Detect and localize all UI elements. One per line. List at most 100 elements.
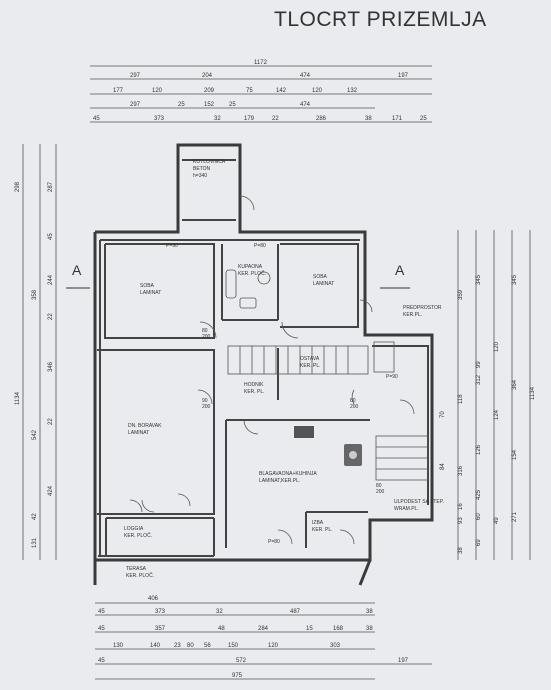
dimension-label: 45 (98, 609, 105, 615)
dimension-label: 542 (32, 429, 38, 440)
dimension-label: 487 (290, 609, 301, 615)
room-name: KOTLOVNICA (193, 159, 226, 165)
dimension-labels-top: 1172 297 204 474 197 177 120 209 75 142 … (93, 60, 427, 122)
interior-walls (97, 159, 429, 557)
room-name: SOBA (313, 274, 328, 280)
dimension-label: 25 (229, 102, 236, 108)
dimension-labels-bottom: 406 45 373 32 487 38 45 357 48 284 15 16… (98, 596, 409, 679)
dimension-label: 298 (15, 181, 21, 192)
door-swings (129, 195, 415, 545)
dimension-label: 142 (276, 88, 287, 94)
room-name: SOBA (140, 283, 155, 289)
door-label: P=90 (166, 243, 178, 249)
room-name: PREDPROSTOR (403, 305, 442, 311)
dimension-label: 179 (244, 116, 255, 122)
dimension-label: 345 (512, 274, 518, 285)
dimension-label: 244 (48, 274, 54, 285)
room-name: IZBA (312, 520, 324, 526)
room-floor: LAMINAT (313, 281, 334, 287)
kitchen-fixtures (294, 426, 362, 466)
dimension-label: 60 (476, 513, 482, 520)
dimension-label: 80 (187, 643, 194, 649)
dimension-label: 154 (512, 449, 518, 460)
dimension-label: 197 (398, 658, 409, 664)
room-name: TERASA (126, 566, 147, 572)
dimension-label: 126 (476, 444, 482, 455)
dimension-label: 120 (152, 88, 163, 94)
dimension-label: 45 (93, 116, 100, 122)
section-marker-right: A (395, 262, 405, 278)
door-label: 90 (202, 398, 208, 404)
dimension-label: 130 (113, 643, 124, 649)
dimension-label: 25 (178, 102, 185, 108)
dimension-label: 209 (204, 88, 215, 94)
dimension-label: 120 (268, 643, 279, 649)
dimension-label: 359 (458, 289, 464, 300)
room-name: BLAGAVAONA+KUHINJA (259, 471, 317, 477)
dimension-label: 93 (458, 517, 464, 524)
room-floor: KER. PL. (312, 527, 333, 533)
dimension-label: 15 (306, 626, 313, 632)
room-floor: KER. PLOČ. (126, 572, 154, 579)
door-label: 200 (202, 334, 211, 340)
door-label: 200 (202, 404, 211, 410)
dimension-label: 1172 (254, 60, 268, 66)
dimension-label: 22 (272, 116, 279, 122)
dimension-label: 425 (476, 489, 482, 500)
dimension-label: 150 (228, 643, 239, 649)
dimension-label: 357 (155, 626, 166, 632)
dimension-label: 22 (48, 418, 54, 425)
dimension-label: 38 (366, 626, 373, 632)
bathroom-fixtures (225, 269, 271, 309)
dimension-label: 45 (48, 233, 54, 240)
room-floor: KER. PL. (300, 363, 321, 369)
room-labels: KOTLOVNICA BETON h=340 KUPAONA KER. PLOČ… (124, 159, 444, 579)
dimension-labels-right: 359 345 345 364 120 99 312 118 126 124 1… (440, 274, 536, 554)
dimension-label: 177 (113, 88, 124, 94)
room-floor: KER.PL. (403, 312, 422, 318)
dimension-label: 1134 (530, 386, 536, 400)
dimension-lines (22, 65, 531, 680)
door-label: 80 (376, 483, 382, 489)
room-name: HODNIK (244, 382, 264, 388)
dimension-labels-left: 298 287 45 358 244 22 346 22 542 424 42 … (15, 181, 54, 548)
dimension-label: 124 (494, 409, 500, 420)
section-marker-left: A (72, 262, 82, 278)
door-label: 200 (350, 404, 359, 410)
dimension-label: 132 (347, 88, 358, 94)
room-floor: LAMINAT,KER.PL. (259, 478, 300, 484)
room-extra: h=340 (193, 173, 207, 179)
dimension-label: 168 (333, 626, 344, 632)
dimension-label: 152 (204, 102, 215, 108)
dimension-label: 271 (512, 511, 518, 522)
room-floor: KER. PL. (244, 389, 265, 395)
room-floor: LAMINAT (140, 290, 161, 296)
dimension-label: 975 (232, 673, 243, 679)
room-floor: BETON (193, 166, 211, 172)
dimension-label: 120 (312, 88, 323, 94)
dimension-label: 84 (440, 463, 446, 470)
exterior-walls (93, 143, 434, 586)
dimension-label: 345 (476, 274, 482, 285)
dimension-label: 424 (48, 485, 54, 496)
room-name: OSTAVA (300, 356, 320, 362)
dimension-label: 373 (154, 116, 165, 122)
dimension-label: 474 (300, 102, 311, 108)
dimension-label: 49 (494, 517, 500, 524)
dimension-label: 284 (258, 626, 269, 632)
dimension-label: 38 (366, 609, 373, 615)
door-label: 80 (350, 398, 356, 404)
dimension-label: 204 (202, 73, 213, 79)
dimension-label: 297 (130, 102, 141, 108)
dimension-label: 373 (155, 609, 166, 615)
dimension-label: 406 (148, 596, 159, 602)
section-markers: A A (66, 262, 410, 289)
dimension-label: 303 (330, 643, 341, 649)
dimension-label: 38 (365, 116, 372, 122)
dimension-label: 197 (398, 73, 409, 79)
dimension-label: 56 (204, 643, 211, 649)
dimension-label: 316 (458, 465, 464, 476)
room-floor: KER. PLOČ. (238, 270, 266, 277)
dimension-label: 131 (32, 537, 38, 548)
